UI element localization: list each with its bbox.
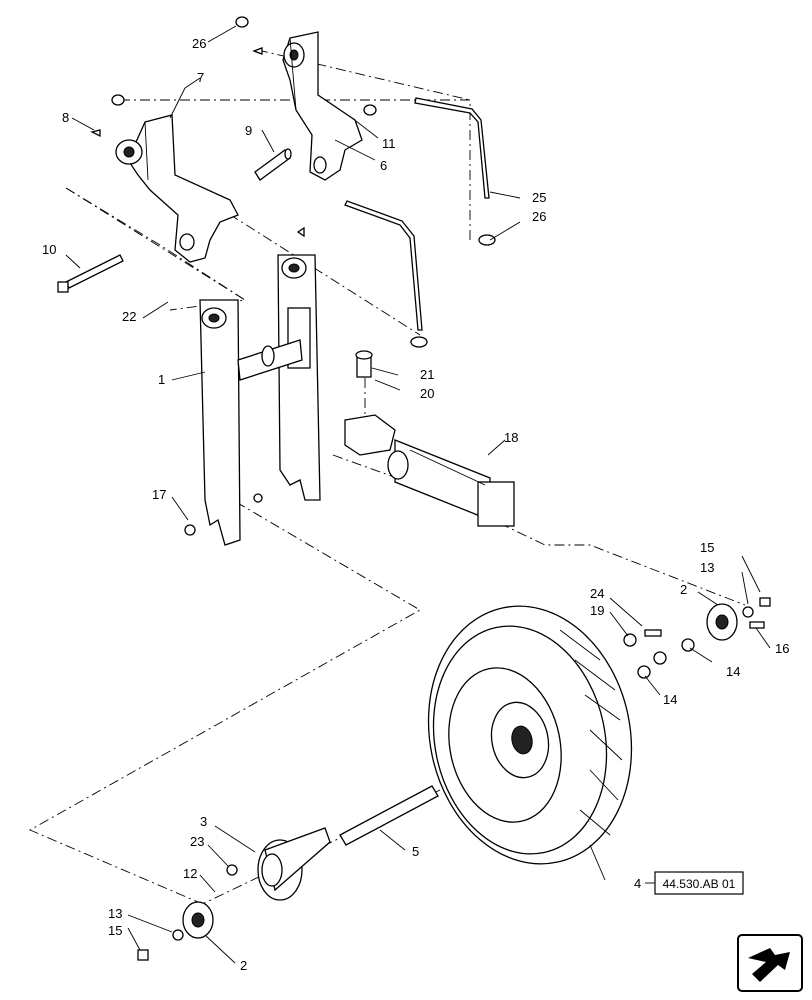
callout-12: 12 <box>183 866 197 881</box>
callout-22: 22 <box>122 309 136 324</box>
wheel-part-4 <box>427 605 633 865</box>
callout-25: 25 <box>532 190 546 205</box>
cylinder-part-18 <box>344 414 515 527</box>
arm-assembly-part-1 <box>199 254 321 546</box>
callout-15-right: 15 <box>700 540 714 555</box>
callout-7: 7 <box>197 70 204 85</box>
cap-part-2-upper <box>706 603 738 641</box>
cap-part-2-lower <box>182 901 214 939</box>
callout-24: 24 <box>590 586 604 601</box>
callout-10: 10 <box>42 242 56 257</box>
callout-2-right: 2 <box>680 582 687 597</box>
callout-26-right: 26 <box>532 209 546 224</box>
callout-15-left: 15 <box>108 923 122 938</box>
callout-19: 19 <box>590 603 604 618</box>
callout-9: 9 <box>245 123 252 138</box>
reference-box-text[interactable]: 44.530.AB 01 <box>663 877 736 891</box>
callout-1: 1 <box>158 372 165 387</box>
hardware <box>90 16 771 961</box>
callout-6: 6 <box>380 158 387 173</box>
callout-8: 8 <box>62 110 69 125</box>
callout-26-top: 26 <box>192 36 206 51</box>
leader-lines <box>65 25 771 964</box>
callout-13-left: 13 <box>108 906 122 921</box>
axle-part-5 <box>339 785 439 846</box>
callout-11: 11 <box>382 136 396 151</box>
callout-18: 18 <box>504 430 518 445</box>
bracket-part-7 <box>115 114 239 263</box>
bracket-part-6 <box>282 31 363 181</box>
callout-14-left: 14 <box>663 692 677 707</box>
pin-part-9 <box>254 148 292 181</box>
callout-20: 20 <box>420 386 434 401</box>
callout-4: 4 <box>634 876 641 891</box>
callout-13-right: 13 <box>700 560 714 575</box>
callout-labels: 26 7 8 9 11 6 25 26 10 22 1 21 20 18 17 … <box>42 36 789 973</box>
reference-link[interactable]: 44.530.AB 01 <box>645 871 744 895</box>
callout-21: 21 <box>420 367 434 382</box>
callout-5: 5 <box>412 844 419 859</box>
bolt-part-10 <box>57 254 124 293</box>
callout-2-left: 2 <box>240 958 247 973</box>
callout-3: 3 <box>200 814 207 829</box>
callout-14-right: 14 <box>726 664 740 679</box>
center-lines <box>28 49 746 911</box>
hub-part-3 <box>257 827 331 901</box>
pin-part-20 <box>355 350 373 378</box>
callout-23: 23 <box>190 834 204 849</box>
anchor-rods <box>344 97 496 348</box>
next-page-arrow-icon[interactable] <box>737 934 803 992</box>
callout-17: 17 <box>152 487 166 502</box>
callout-16: 16 <box>775 641 789 656</box>
